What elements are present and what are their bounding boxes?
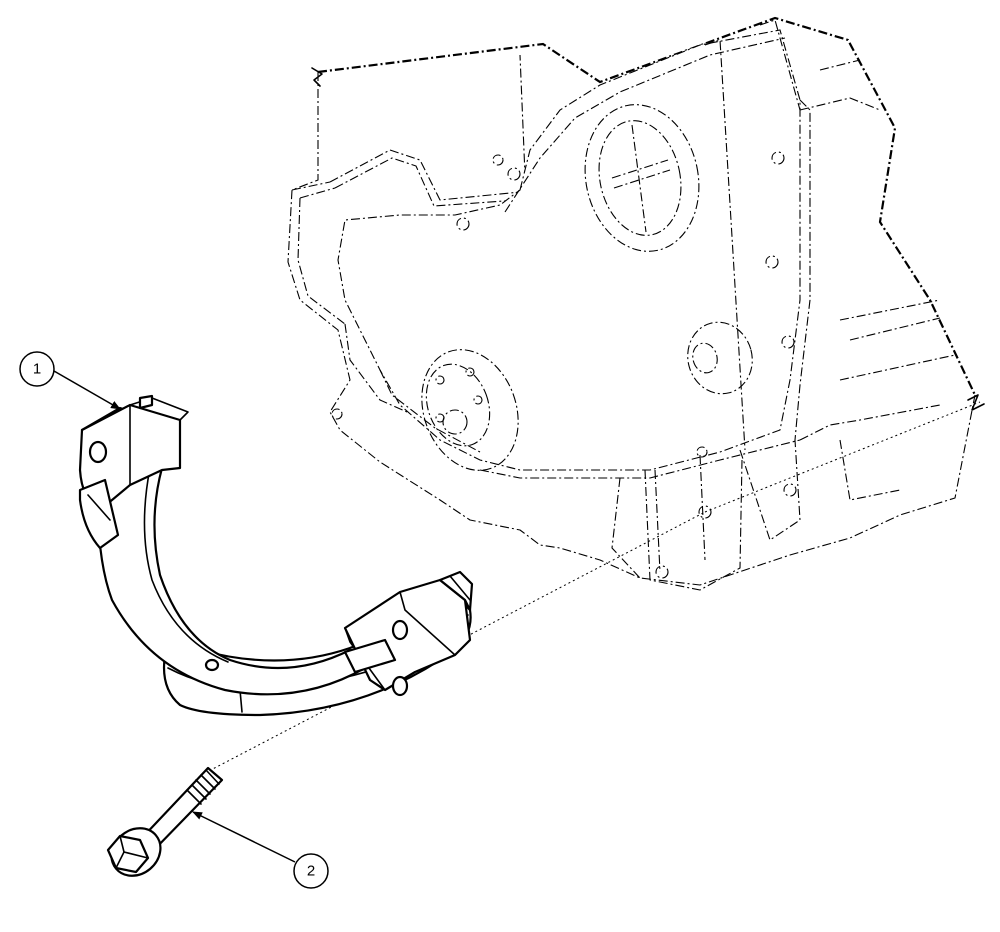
callout-2-label: 2: [307, 863, 315, 880]
flange-bolt: [106, 766, 224, 877]
bracket-hole-upper-left: [88, 440, 108, 464]
bracket-hole-lower-right: [391, 675, 409, 697]
assembly-centerline: [204, 511, 706, 774]
timing-cover-plate: [337, 29, 801, 471]
callout-2-circle: [293, 853, 329, 889]
cover-dome: [687, 321, 753, 395]
callout-1[interactable]: 1: [19, 351, 121, 410]
cover-bolt-bosses: [331, 151, 797, 579]
bracket-hole-base: [204, 658, 220, 672]
callout-2[interactable]: 2: [192, 811, 329, 889]
bolt-threads: [186, 769, 220, 805]
mounting-bracket: [78, 394, 474, 717]
callout-1-leader: [53, 370, 121, 410]
callout-1-label: 1: [33, 361, 41, 378]
callout-2-leader: [192, 811, 296, 863]
cover-access-port: [584, 104, 700, 252]
bracket-hole-upper-right: [391, 619, 409, 641]
break-line: [317, 16, 976, 396]
engine-front-cover-phantom: [287, 16, 985, 591]
callout-1-circle: [19, 351, 55, 387]
crank-pulley-hub: [421, 349, 519, 471]
housing-outline: [287, 72, 976, 586]
